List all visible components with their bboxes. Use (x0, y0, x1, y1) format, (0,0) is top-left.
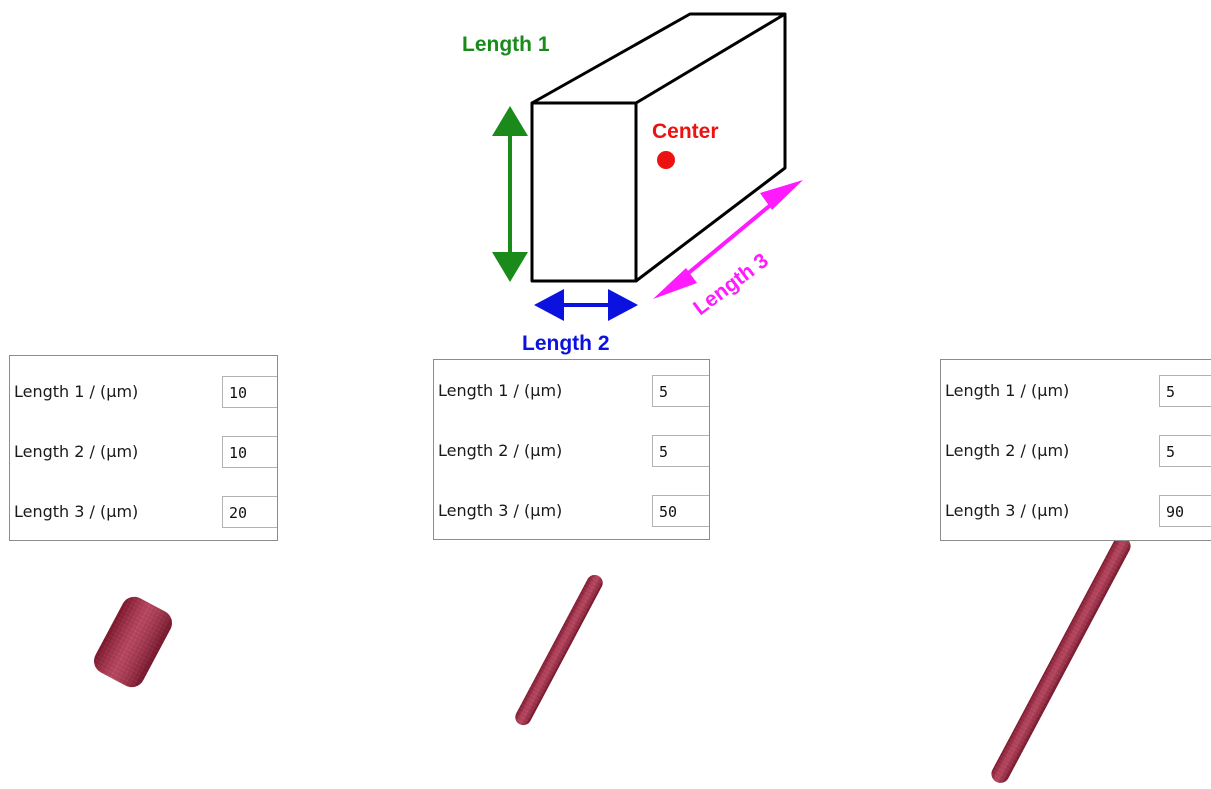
dimension-panel-2: Length 1 / (μm) 5 Length 2 / (μm) 5 Leng… (433, 359, 710, 540)
center-dot (657, 151, 675, 169)
box-top-face (531, 12, 787, 105)
center-label: Center (652, 120, 719, 143)
length1-row: Length 1 / (μm) 5 (941, 372, 1211, 412)
length2-field-label: Length 2 / (μm) (945, 441, 1070, 460)
length2-field-label: Length 2 / (μm) (14, 442, 139, 461)
box-front-face (530, 101, 638, 283)
length1-field-label: Length 1 / (μm) (945, 381, 1070, 400)
length2-label: Length 2 (522, 332, 610, 355)
length3-row: Length 3 / (μm) 50 (434, 492, 709, 532)
length3-field-label: Length 3 / (μm) (14, 502, 139, 521)
length2-input[interactable]: 5 (1159, 435, 1211, 467)
length1-field-label: Length 1 / (μm) (438, 381, 563, 400)
length1-input[interactable]: 10 (222, 376, 277, 408)
rod-short (94, 596, 172, 688)
length1-input[interactable]: 5 (1159, 375, 1211, 407)
box-outline (530, 12, 787, 283)
rod-long (991, 537, 1131, 783)
length2-input[interactable]: 5 (652, 435, 709, 467)
length1-field-label: Length 1 / (μm) (14, 382, 139, 401)
dimension-panel-1: Length 1 / (μm) 10 Length 2 / (μm) 10 Le… (9, 355, 278, 541)
length2-row: Length 2 / (μm) 5 (434, 432, 709, 472)
box-side-face (635, 14, 787, 283)
rod-medium (515, 574, 603, 726)
length2-arrow (534, 289, 638, 321)
length1-input[interactable]: 5 (652, 375, 709, 407)
length3-arrow (653, 180, 803, 299)
length2-row: Length 2 / (μm) 10 (10, 433, 277, 473)
length1-arrow (492, 106, 528, 282)
length1-row: Length 1 / (μm) 10 (10, 373, 277, 413)
length3-row: Length 3 / (μm) 20 (10, 493, 277, 533)
length3-field-label: Length 3 / (μm) (945, 501, 1070, 520)
length3-row: Length 3 / (μm) 90 (941, 492, 1211, 532)
length1-row: Length 1 / (μm) 5 (434, 372, 709, 412)
length2-row: Length 2 / (μm) 5 (941, 432, 1211, 472)
length3-field-label: Length 3 / (μm) (438, 501, 563, 520)
length3-input[interactable]: 90 (1159, 495, 1211, 527)
dimension-panel-3: Length 1 / (μm) 5 Length 2 / (μm) 5 Leng… (940, 359, 1211, 541)
length1-label: Length 1 (462, 33, 550, 56)
length3-input[interactable]: 20 (222, 496, 277, 528)
length2-field-label: Length 2 / (μm) (438, 441, 563, 460)
length3-input[interactable]: 50 (652, 495, 709, 527)
length2-input[interactable]: 10 (222, 436, 277, 468)
